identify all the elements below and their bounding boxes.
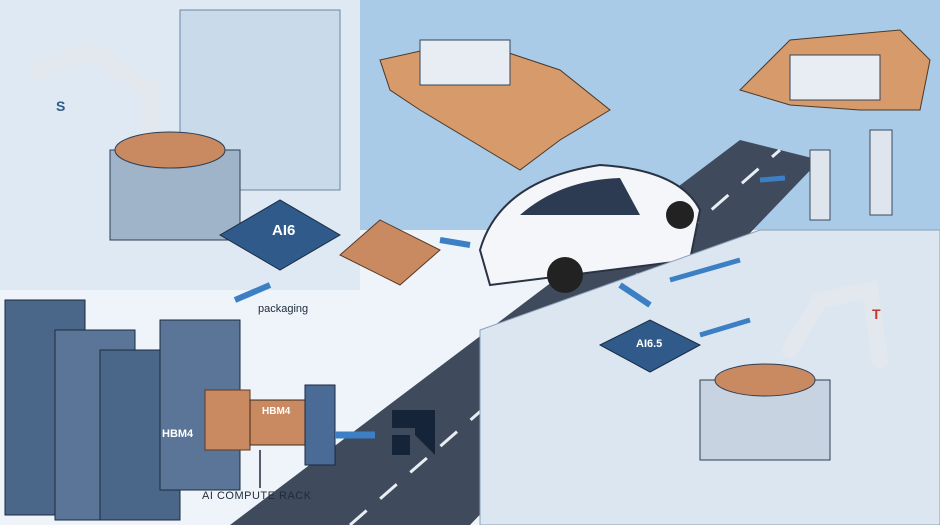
wafer-right <box>714 363 816 397</box>
arrow-to-robots <box>759 175 786 183</box>
ai-compute-rack-caption: AI COMPUTE RACK <box>202 490 312 502</box>
arrow-packaging <box>233 282 272 303</box>
packaging-label: packaging <box>258 303 309 315</box>
arrow-bidirectional <box>618 282 652 308</box>
arrow-up-right <box>669 257 741 283</box>
arrow-to-car <box>439 237 471 248</box>
robot-arm-right-mark: T <box>872 306 881 322</box>
car-wheel <box>666 201 694 229</box>
robot-arm-right <box>782 280 888 368</box>
hbm-stack <box>249 399 311 446</box>
amd-logo <box>392 410 435 455</box>
robot-arm-left-mark: S <box>56 98 66 114</box>
car <box>478 163 702 287</box>
chip-ai6 <box>219 199 341 271</box>
chip-ai65-label: AI6.5 <box>636 338 663 350</box>
arrow-to-fab <box>699 317 751 338</box>
memory-modules <box>204 389 251 451</box>
humanoid-robot <box>809 149 831 221</box>
rack-hbm4-label: HBM4 <box>162 428 194 440</box>
wafer-left <box>114 131 226 169</box>
car-wheel <box>547 257 583 293</box>
chip-package-case <box>339 219 441 286</box>
robot-arm-left <box>31 39 159 139</box>
factory-building-right <box>789 54 881 101</box>
chip-ai65 <box>598 319 702 373</box>
humanoid-robot <box>869 129 893 216</box>
car-windshield <box>520 178 640 215</box>
circuit-board <box>304 384 336 466</box>
chip-ai6-label: AI6 <box>272 222 296 239</box>
hbm4-stack-label: HBM4 <box>262 406 291 417</box>
factory-building-left <box>419 39 511 86</box>
